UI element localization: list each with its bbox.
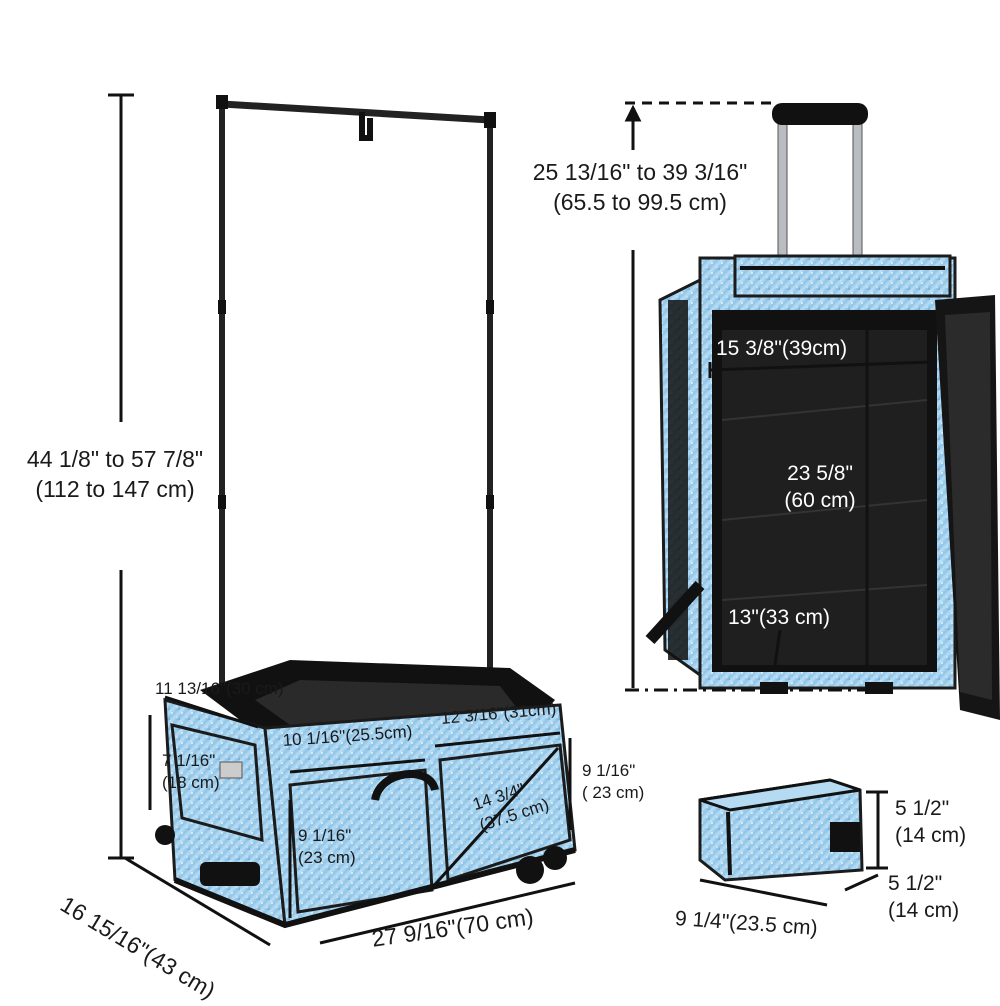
interior-height-label: 23 5/8" (60 cm) xyxy=(770,460,870,515)
front-pocket-height-in: 9 1/16" xyxy=(298,826,352,845)
handle-height-in: 25 13/16" to 39 3/16" xyxy=(532,159,748,185)
pouch-depth-label: 5 1/2" (14 cm) xyxy=(888,870,959,925)
interior-depth-label: 13"(33 cm) xyxy=(728,606,830,629)
interior-height-in: 23 5/8" xyxy=(787,462,853,485)
interior-width-label: 15 3/8"(39cm) xyxy=(716,337,848,360)
side-pocket-height-label: 7 1/16" (18 cm) xyxy=(162,750,220,794)
front-pocket-height-label: 9 1/16" (23 cm) xyxy=(298,825,356,869)
side-pocket-width-label: 11 13/16"(30 cm) xyxy=(155,679,284,698)
handle-height-cm: (65.5 to 99.5 cm) xyxy=(553,188,727,215)
side-pocket-height-in: 7 1/16" xyxy=(162,751,216,770)
rack-height-in: 44 1/8" to 57 7/8" xyxy=(26,446,204,472)
rack-height-label: 44 1/8" to 57 7/8" (112 to 147 cm) xyxy=(10,445,220,505)
pouch-height-in: 5 1/2" xyxy=(895,797,950,820)
pouch-height-cm: (14 cm) xyxy=(895,824,967,848)
rack-height-cm: (112 to 147 cm) xyxy=(35,475,195,502)
dimension-lines xyxy=(108,93,932,947)
end-height-cm: ( 23 cm) xyxy=(582,783,645,803)
interior-height-cm: (60 cm) xyxy=(784,489,856,513)
pouch-depth-in: 5 1/2" xyxy=(888,872,943,895)
front-pocket-height-cm: (23 cm) xyxy=(298,848,356,868)
end-height-label: 9 1/16" ( 23 cm) xyxy=(582,760,644,804)
pouch-height-label: 5 1/2" (14 cm) xyxy=(895,795,966,850)
handle-height-label: 25 13/16" to 39 3/16" (65.5 to 99.5 cm) xyxy=(505,158,775,218)
pouch-depth-cm: (14 cm) xyxy=(888,899,960,923)
rolling-bag xyxy=(155,660,577,929)
toiletry-pouch xyxy=(698,778,864,882)
side-pocket-height-cm: (18 cm) xyxy=(162,773,220,793)
garment-rack xyxy=(216,95,496,690)
end-height-in: 9 1/16" xyxy=(582,761,636,780)
trolley-bag xyxy=(645,103,1000,720)
